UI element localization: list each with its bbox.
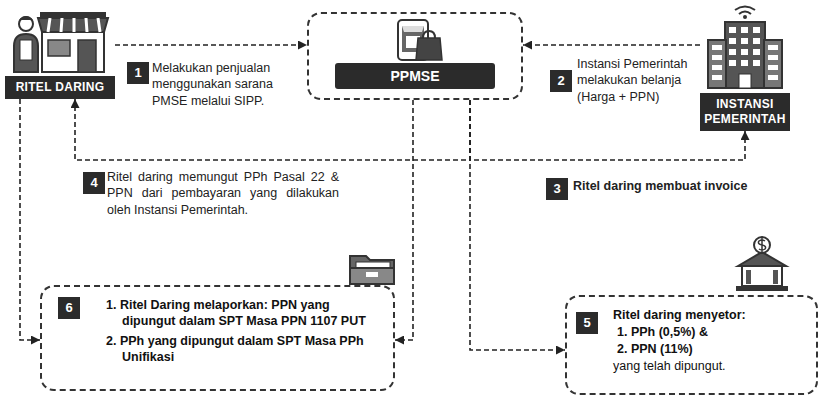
building-icon [708, 7, 782, 89]
node-label: INSTANSI PEMERINTAH [700, 93, 790, 131]
report-box: 1. Ritel Daring melaporkan: PPN yang dip… [40, 285, 395, 391]
list-item: 1. PPh (0,5%) & [613, 324, 806, 341]
callout-number: 2 [550, 70, 572, 92]
actor-node: RITEL DARING [5, 8, 115, 99]
step-text: Ritel daring membuat invoice [573, 178, 773, 194]
bank-icon [736, 237, 788, 291]
list-item: 2. PPN (11%) [613, 341, 806, 358]
step-text: Ritel daring memungut PPh Pasal 22 & PPN… [107, 169, 339, 218]
actor-node: INSTANSI PEMERINTAH [700, 5, 790, 131]
node-label: RITEL DARING [5, 76, 115, 99]
callout-number: 1 [127, 62, 149, 84]
box-heading: Ritel daring menyetor: [613, 307, 806, 324]
callout-number: 3 [546, 178, 568, 200]
payment-box: Ritel daring menyetor:1. PPh (0,5%) &2. … [565, 295, 818, 395]
folder-icon [350, 256, 394, 284]
flow-arrow [523, 44, 700, 46]
step-text: Melakukan penjualan menggunakan sarana P… [152, 60, 302, 109]
marketplace-icon [398, 20, 442, 60]
list-item: 1. Ritel Daring melaporkan: PPN yang dip… [106, 297, 381, 330]
flow-arrow [395, 100, 413, 340]
callout-number: 4 [83, 172, 105, 194]
platform-box: PPMSE [307, 12, 523, 100]
box-text: yang telah dipungut. [613, 358, 806, 375]
shop-icon [38, 12, 108, 72]
flow-arrow [20, 99, 40, 340]
flow-arrow [115, 44, 307, 46]
callout-number: 6 [58, 297, 80, 319]
person-icon [14, 16, 38, 72]
step-text: Instansi Pemerintah melakukan belanja (H… [577, 56, 695, 105]
flow-arrow [470, 100, 565, 350]
list-item: 2. PPh yang dipungut dalam SPT Masa PPh … [106, 333, 381, 366]
callout-number: 5 [576, 312, 598, 334]
node-label: PPMSE [335, 63, 495, 89]
